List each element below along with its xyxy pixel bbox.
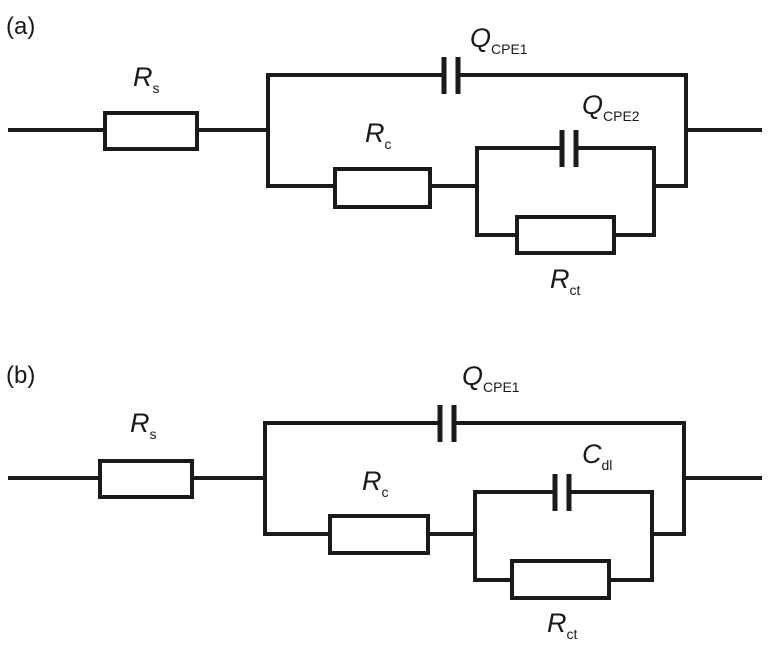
panel-label-a: (a) — [6, 13, 35, 40]
label-rct-b: Rct — [547, 608, 578, 642]
cpe1-a-element — [441, 57, 461, 94]
label-rc-a: Rc — [365, 118, 392, 152]
label-rs-b: Rs — [130, 408, 157, 442]
resistor-rct-b — [510, 559, 611, 600]
circuit-a: (a) Rs QCPE1 Rc QCPE2 Rct — [6, 13, 762, 298]
cdl-b-element — [552, 474, 572, 511]
cpe1-b-element — [437, 405, 457, 442]
circuit-a-wires — [8, 73, 762, 237]
resistor-rs-a — [103, 111, 199, 151]
label-qcpe1-a: QCPE1 — [470, 23, 528, 57]
cpe2-a-element — [559, 130, 579, 167]
label-cdl-b: Cdl — [582, 439, 612, 473]
circuit-b: (b) Rs QCPE1 Rc Cdl Rct — [6, 361, 762, 642]
label-qcpe1-b: QCPE1 — [462, 361, 520, 395]
label-rs-a: Rs — [133, 62, 160, 96]
resistor-rc-b — [328, 514, 430, 555]
circuit-b-wires — [8, 421, 762, 582]
label-rct-a: Rct — [550, 264, 581, 298]
resistor-rc-a — [333, 167, 432, 209]
label-qcpe2-a: QCPE2 — [582, 90, 640, 124]
label-rc-b: Rc — [362, 466, 389, 500]
resistor-rs-b — [98, 459, 194, 499]
panel-label-b: (b) — [6, 362, 35, 389]
resistor-rct-a — [515, 215, 616, 255]
